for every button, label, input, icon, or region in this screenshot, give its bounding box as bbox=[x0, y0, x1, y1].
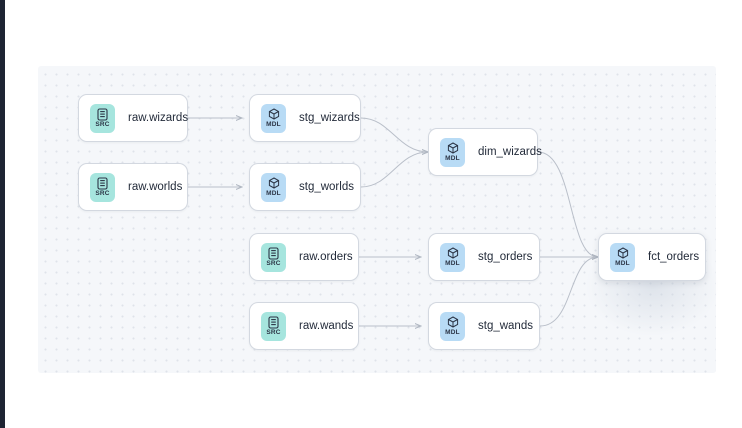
database-icon: SRC bbox=[90, 172, 115, 202]
badge-label: SRC bbox=[266, 329, 281, 336]
badge-label: MDL bbox=[445, 328, 460, 336]
node-label: stg_worlds bbox=[299, 181, 354, 193]
database-icon: SRC bbox=[261, 242, 286, 272]
cube-icon: MDL bbox=[610, 242, 635, 272]
lineage-edges bbox=[188, 66, 716, 373]
cube-icon: MDL bbox=[440, 137, 465, 167]
badge-label: MDL bbox=[266, 189, 281, 197]
cube-icon: MDL bbox=[261, 172, 286, 202]
badge-label: SRC bbox=[266, 260, 281, 267]
node-label: raw.wizards bbox=[128, 112, 189, 124]
node-label: raw.worlds bbox=[128, 181, 183, 193]
badge-label: MDL bbox=[445, 154, 460, 162]
node-raw-wands[interactable]: SRC raw.wands bbox=[249, 302, 359, 350]
left-nav-rail[interactable] bbox=[0, 0, 5, 428]
node-raw-wizards[interactable]: SRC raw.wizards bbox=[78, 94, 188, 142]
badge-label: MDL bbox=[266, 120, 281, 128]
badge-label: MDL bbox=[445, 259, 460, 267]
node-stg-worlds[interactable]: MDL stg_worlds bbox=[249, 163, 361, 211]
node-label: raw.orders bbox=[299, 251, 353, 263]
node-label: stg_orders bbox=[478, 251, 533, 263]
node-dim-wizards[interactable]: MDL dim_wizards bbox=[428, 128, 542, 176]
database-icon: SRC bbox=[261, 311, 286, 341]
badge-label: MDL bbox=[615, 259, 630, 267]
badge-label: SRC bbox=[95, 121, 110, 128]
cube-icon: MDL bbox=[440, 311, 465, 341]
node-label: raw.wands bbox=[299, 320, 354, 332]
cube-icon: MDL bbox=[440, 242, 465, 272]
node-stg-wizards[interactable]: MDL stg_wizards bbox=[249, 94, 361, 142]
node-label: fct_orders bbox=[648, 251, 700, 263]
database-icon: SRC bbox=[90, 103, 115, 133]
node-label: stg_wizards bbox=[299, 112, 360, 124]
node-label: dim_wizards bbox=[478, 146, 542, 158]
node-raw-worlds[interactable]: SRC raw.worlds bbox=[78, 163, 188, 211]
badge-label: SRC bbox=[95, 190, 110, 197]
node-stg-orders[interactable]: MDL stg_orders bbox=[428, 233, 540, 281]
node-stg-wands[interactable]: MDL stg_wands bbox=[428, 302, 540, 350]
cube-icon: MDL bbox=[261, 103, 286, 133]
node-raw-orders[interactable]: SRC raw.orders bbox=[249, 233, 359, 281]
node-fct-orders[interactable]: MDL fct_orders bbox=[598, 233, 706, 281]
lineage-canvas[interactable]: SRC raw.wizards SRC raw.worlds bbox=[38, 66, 742, 373]
node-label: stg_wands bbox=[478, 320, 533, 332]
